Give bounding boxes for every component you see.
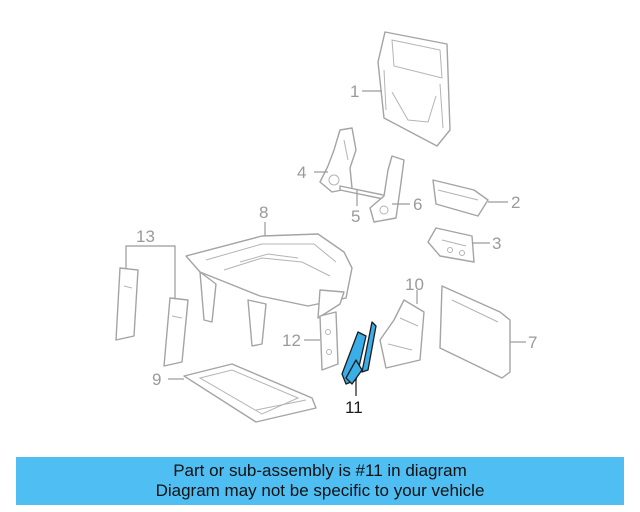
- banner-line-2: Diagram may not be specific to your vehi…: [155, 481, 485, 500]
- part-4-recliner: [319, 127, 357, 193]
- callout-11: 11: [345, 398, 363, 417]
- callout-2: 2: [511, 193, 520, 212]
- part-13-side-panels: [115, 267, 189, 367]
- parts-diagram: 1 2 3 4 5 6 7: [115, 31, 537, 423]
- part-2-bracket: [432, 179, 489, 217]
- callout-8: 8: [259, 203, 268, 222]
- callout-6: 6: [413, 195, 422, 214]
- part-1-seat-back-frame: [377, 31, 451, 147]
- callout-3: 3: [492, 234, 501, 253]
- callout-4: 4: [297, 163, 306, 182]
- part-9-base-plate: [183, 363, 317, 423]
- callout-7: 7: [528, 333, 537, 352]
- callout-13: 13: [136, 227, 155, 246]
- callout-12: 12: [282, 331, 301, 350]
- part-11-highlighted-cover: [341, 321, 377, 385]
- callout-10: 10: [405, 275, 424, 294]
- part-12-side-bracket: [319, 311, 339, 371]
- callout-5: 5: [351, 207, 360, 226]
- part-7-panel: [439, 285, 511, 379]
- part-8-cushion-frame: [185, 233, 353, 347]
- part-6-recliner-right: [369, 155, 405, 223]
- callout-1: 1: [350, 82, 359, 101]
- info-banner: Part or sub-assembly is #11 in diagram D…: [16, 457, 624, 505]
- callout-9: 9: [152, 370, 161, 389]
- part-10-side-cover: [379, 299, 425, 369]
- part-3-bracket: [427, 227, 475, 263]
- banner-line-1: Part or sub-assembly is #11 in diagram: [173, 461, 467, 480]
